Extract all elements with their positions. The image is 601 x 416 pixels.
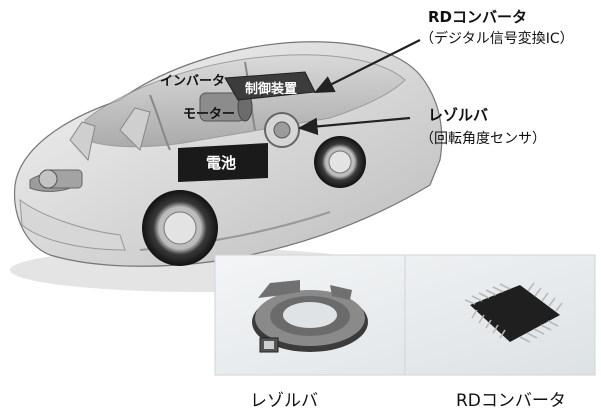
resolver-photo: [252, 280, 368, 353]
rd-converter-chip-photo: [464, 282, 563, 343]
rd-converter-arrow: [314, 39, 421, 93]
resolver-arrow: [297, 116, 411, 136]
motor-label: モーター: [183, 107, 236, 122]
rd-converter-photo-caption: RDコンバータ: [456, 391, 566, 411]
battery-block: [178, 143, 268, 182]
resolver-photo-caption: レゾルバ: [250, 391, 318, 411]
battery-label: 電池: [206, 154, 237, 172]
rd-converter-callout-subtitle: （デジタル信号変換IC）: [420, 31, 574, 47]
inverter-label: インバータ: [160, 74, 226, 89]
rd-converter-callout-title: RDコンバータ: [428, 8, 528, 26]
resolver-callout-subtitle: （回転角度センサ）: [420, 131, 546, 147]
controller-label: 制御装置: [245, 82, 298, 97]
resolver-callout-title: レゾルバ: [428, 106, 489, 124]
photo-panel: [214, 254, 596, 376]
